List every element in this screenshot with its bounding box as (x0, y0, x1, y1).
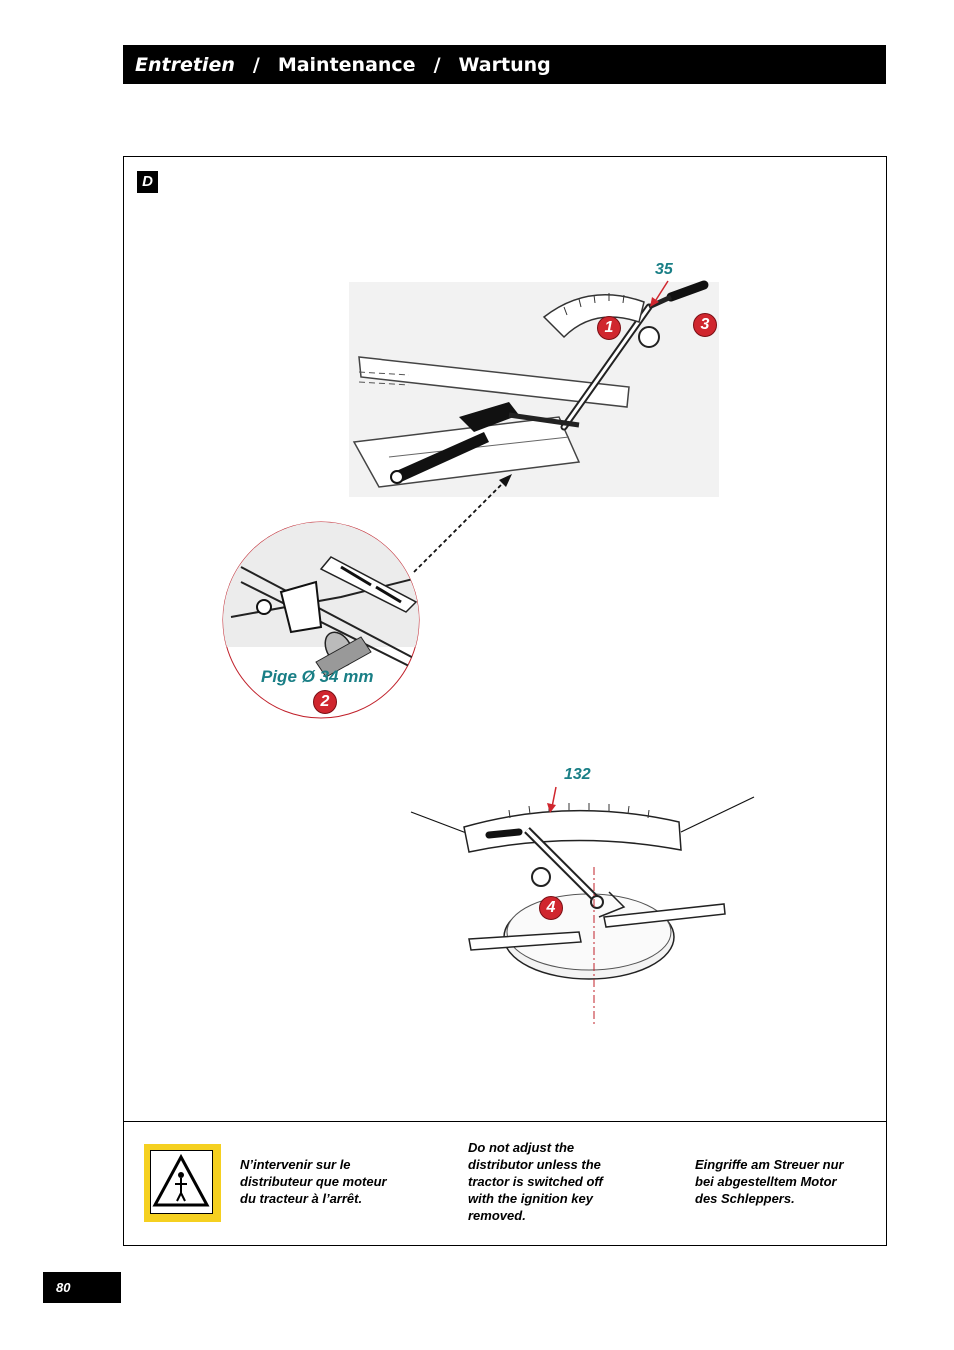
pin-diameter-label: Pige Ø 34 mm (261, 667, 374, 686)
warning-text-en: Do not adjust the distributor unless the… (468, 1140, 603, 1223)
safety-warning-block: N’intervenir sur le distributeur que mot… (124, 1122, 886, 1245)
content-frame: D 35 1 3 (123, 156, 887, 1246)
callout-arrow (650, 280, 669, 307)
page-number: 80 (43, 1272, 121, 1303)
step-badge-4: 4 (539, 896, 563, 920)
step-badge-2: 2 (313, 690, 337, 714)
header-separator: / (252, 53, 260, 76)
lever-mechanism-figure (349, 280, 719, 497)
spinner-disc-figure (410, 796, 755, 1024)
callout-value-132: 132 (564, 766, 591, 783)
step-badge-1: 1 (597, 316, 621, 340)
callout-arrow (547, 786, 557, 813)
warning-triangle-person-icon (144, 1144, 221, 1222)
warning-text-de: Eingriffe am Streuer nur bei abgestellte… (695, 1157, 844, 1206)
detail-pointer-arrow (413, 474, 512, 573)
page-header: Entretien / Maintenance / Wartung (123, 45, 886, 84)
warning-text-fr: N’intervenir sur le distributeur que mot… (240, 1157, 387, 1206)
detail-zoom-circle (222, 521, 420, 719)
callout-value-35: 35 (655, 261, 673, 278)
header-title-en: Maintenance (277, 53, 416, 76)
header-title-fr: Entretien (135, 53, 235, 76)
section-divider (124, 1121, 886, 1122)
header-title-de: Wartung (458, 53, 551, 76)
step-badge-3: 3 (693, 313, 717, 337)
header-separator: / (433, 53, 441, 76)
section-letter-badge: D (137, 171, 158, 193)
